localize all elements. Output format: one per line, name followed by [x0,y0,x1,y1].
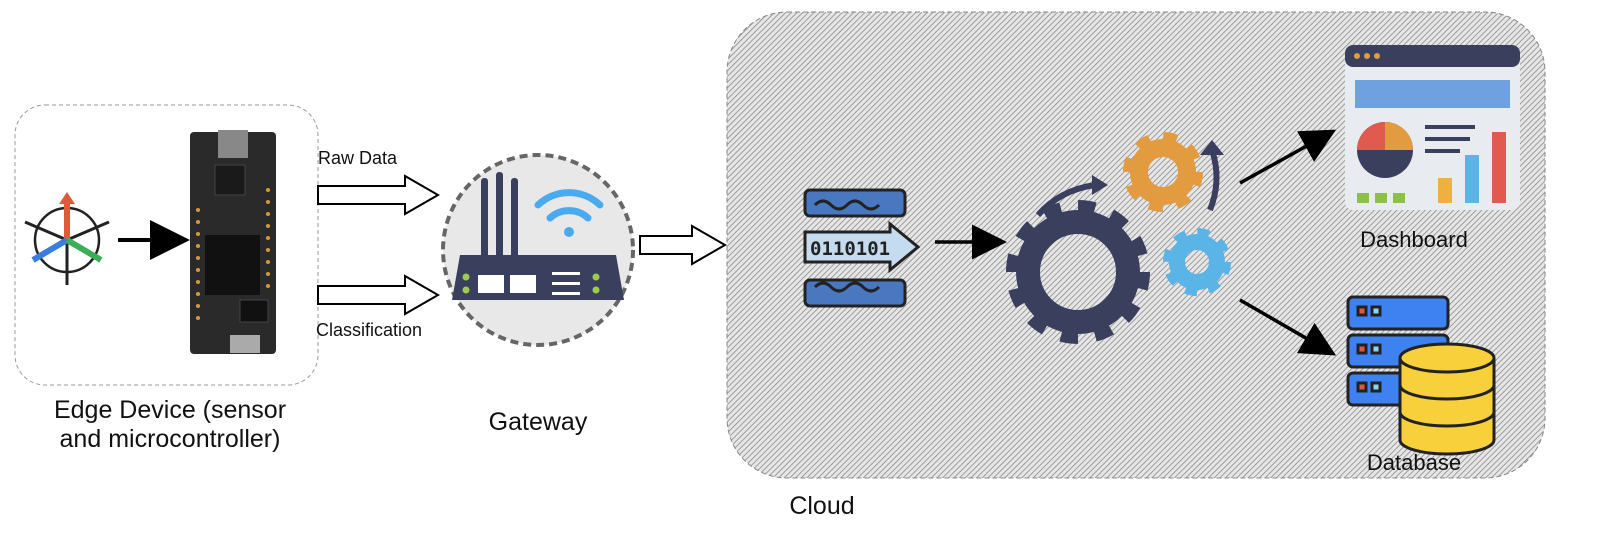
edge-device-label-line2: and microcontroller) [60,425,281,453]
to-database-arrow [1239,298,1337,356]
classification-arrow [317,274,441,316]
stream-bits: 0110101 [810,238,890,260]
database-label: Database [1367,450,1461,475]
processing-gears-icon [1006,132,1231,344]
database-server-icon [1346,295,1496,456]
dashboard-icon [1345,45,1520,210]
raw-data-arrow [317,174,441,216]
router-icon [452,172,624,300]
dashboard-label: Dashboard [1360,227,1468,252]
sensor-axes-icon [24,192,110,285]
gateway-label: Gateway [489,408,588,436]
gateway-circle [441,153,635,347]
data-stream-icon [803,188,921,308]
to-dashboard-arrow [1239,129,1337,185]
wifi-icon [534,189,604,237]
gateway-to-cloud-arrow [639,224,728,266]
raw-data-label: Raw Data [318,148,398,168]
edge-device-label-line1: Edge Device (sensor [54,396,286,424]
classification-label: Classification [316,320,422,340]
cloud-label: Cloud [789,492,854,520]
microcontroller-board [190,130,276,354]
